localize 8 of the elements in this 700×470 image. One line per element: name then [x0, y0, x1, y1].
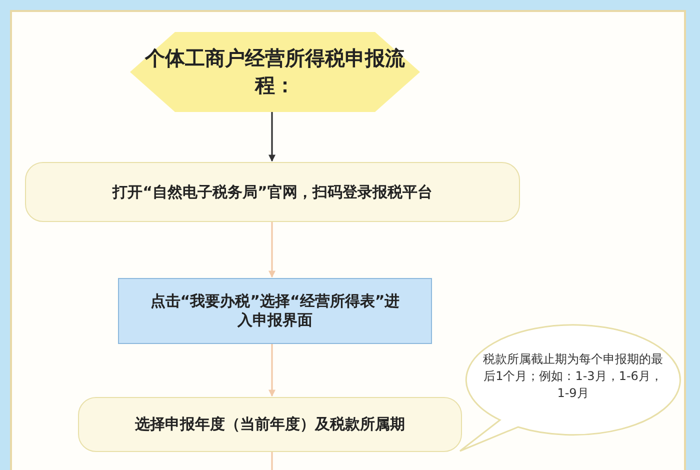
arrow	[268, 112, 276, 162]
arrow	[268, 222, 276, 278]
process-box: 点击“我要办税”选择“经营所得表”进入申报界面	[118, 278, 432, 344]
connector-line	[271, 452, 273, 470]
arrow	[268, 344, 276, 397]
process-box: 打开“自然电子税务局”官网，扫码登录报税平台	[25, 162, 520, 222]
title-hexagon: 个体工商户经营所得税申报流程：	[130, 32, 420, 112]
process-box: 选择申报年度（当前年度）及税款所属期	[78, 397, 462, 452]
